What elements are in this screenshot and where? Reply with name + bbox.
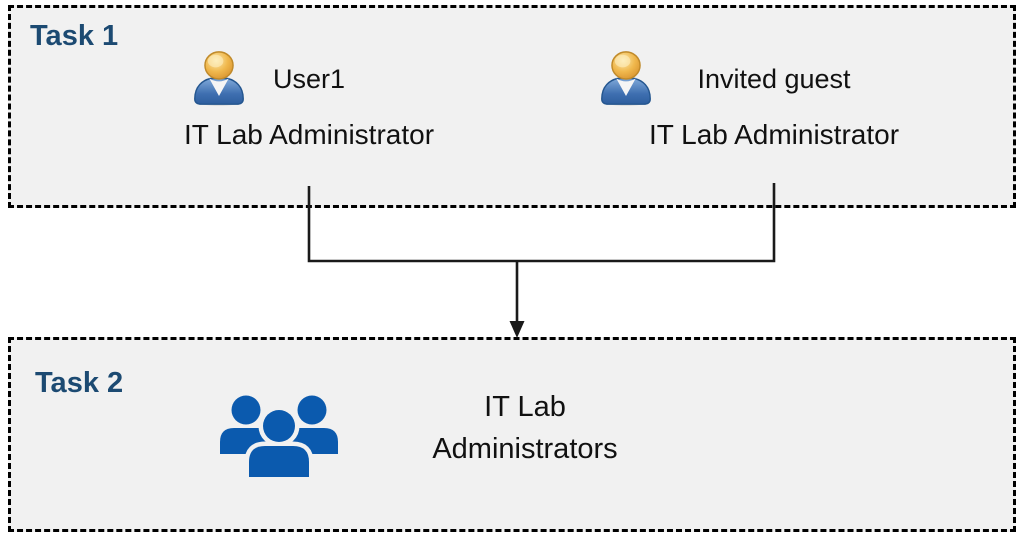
person-role: IT Lab Administrator xyxy=(183,119,435,150)
user-icon xyxy=(601,51,651,106)
person-role: IT Lab Administrator xyxy=(648,119,900,150)
user-icon xyxy=(194,51,244,106)
task2-label: Task 2 xyxy=(35,367,124,399)
person-name-row: Invited guest xyxy=(594,50,954,108)
task2-box xyxy=(8,337,1016,532)
person-entry-user1: User1 IT Lab Administrator xyxy=(129,50,489,152)
person-name: Invited guest xyxy=(697,63,851,94)
task1-box xyxy=(8,5,1016,208)
group-name: IT Lab Administrators xyxy=(345,386,705,470)
group-name-line2: Administrators xyxy=(432,433,618,465)
person-name-row: User1 xyxy=(129,50,489,108)
group-icon xyxy=(220,395,338,482)
group-name-line1: IT Lab xyxy=(484,391,566,423)
task1-label: Task 1 xyxy=(30,20,119,52)
person-entry-invited-guest: Invited guest IT Lab Administrator xyxy=(594,50,954,152)
person-name: User1 xyxy=(272,63,346,94)
